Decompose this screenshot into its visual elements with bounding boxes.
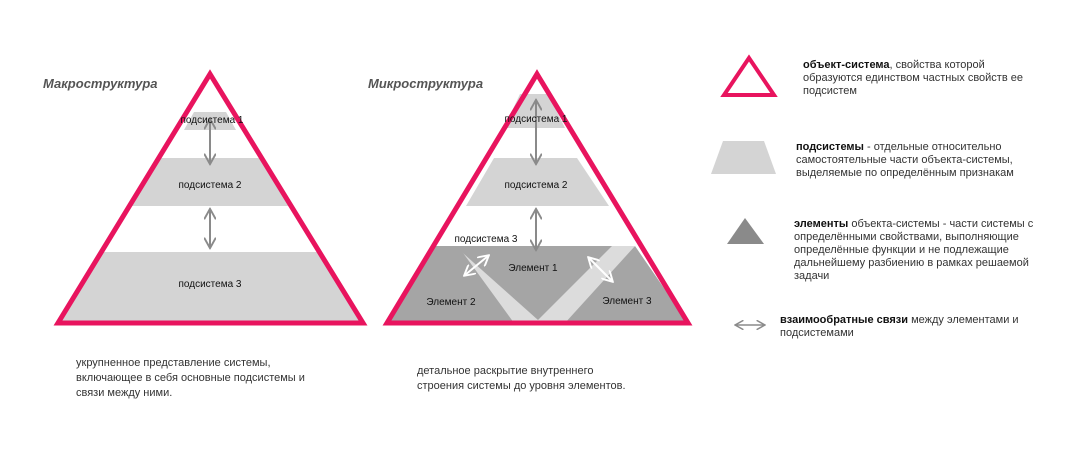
macro-subsystem-1-label: подсистема 1 [181,115,244,126]
legend-element-description: объекта-системы - части системы с опреде… [794,218,1034,282]
legend-element-text: элементы объекта-системы - части системы… [794,218,1044,283]
legend-system-icon [720,54,778,97]
micro-title: Микроструктура [368,76,484,91]
micro-system-outline [382,69,693,326]
legend-link-text: взаимообратные связи между элементами и … [780,314,1030,340]
micro-subsystem-2-band [466,158,609,206]
macro-pyramid: подсистема 1 подсистема 2 подсистема 3 [53,69,368,326]
legend-subsystem-description: - отдельные относительно самостоятельные… [796,141,1014,179]
macro-subsystem-2-band [131,158,290,206]
micro-element-2-shape [387,246,514,323]
micro-subsystem-1-label: подсистема 1 [505,114,568,125]
micro-caption-line-2: строения системы до уровня элементов. [417,380,626,392]
micro-element-1-shape [455,246,612,320]
micro-element-2-label: Элемент 2 [426,297,476,308]
legend-subsystem-text: подсистемы - отдельные относительно само… [796,141,1036,180]
micro-link-arrow-4 [589,258,612,281]
micro-link-arrow-3 [465,256,488,275]
micro-subsystem-3-label: подсистема 3 [455,234,518,245]
macro-caption-line-1: укрупненное представление системы, [76,357,271,369]
macro-subsystem-2-label: подсистема 2 [179,180,242,191]
macro-caption-line-2: включающее в себя основные подсистемы и [76,372,305,384]
legend-element-icon [727,218,764,244]
legend-system-term: объект-система [803,59,890,71]
macro-title: Макроструктура [43,76,158,91]
legend-system-text: объект-система, свойства которой образую… [803,59,1043,98]
legend-element-term: элементы [794,218,849,230]
micro-element-3-label: Элемент 3 [602,296,652,307]
legend-link-term: взаимообратные связи [780,314,909,326]
macro-caption: укрупненное представление системы, включ… [76,356,356,401]
macro-subsystem-3-label: подсистема 3 [179,279,242,290]
macro-system-outline [53,69,368,326]
micro-element-3-shape [565,246,688,323]
legend-system-description: , свойства которой образуются единством … [803,59,1023,97]
macro-subsystem-3-band [58,252,363,323]
micro-caption: детальное раскрытие внутреннего строения… [417,364,677,394]
legend-subsystem-term: подсистемы [796,141,864,153]
micro-element-1-label: Элемент 1 [508,263,558,274]
micro-subsystem-2-label: подсистема 2 [505,180,568,191]
legend-subsystem-icon [711,141,776,174]
micro-caption-line-1: детальное раскрытие внутреннего [417,365,594,377]
micro-pyramid: подсистема 1 подсистема 2 подсистема 3 Э… [382,69,693,326]
macro-caption-line-3: связи между ними. [76,387,173,399]
legend-link-description: между элементами и подсистемами [780,314,1019,339]
